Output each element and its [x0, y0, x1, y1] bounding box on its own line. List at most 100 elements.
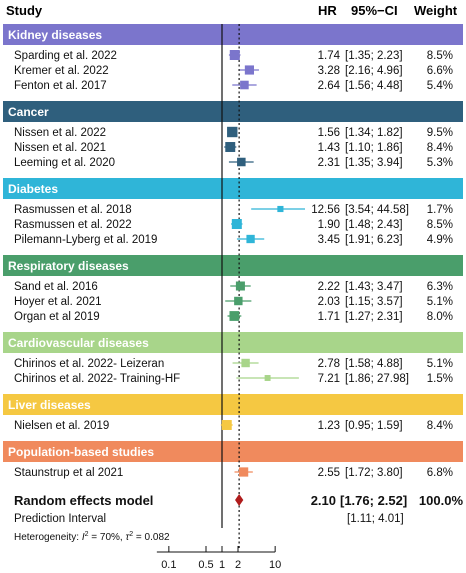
summary-label: Random effects model [14, 493, 153, 508]
effect-square [246, 234, 255, 244]
subgroup-band [3, 255, 463, 276]
effect-square [244, 65, 255, 75]
effect-square [235, 281, 245, 291]
study-ci: [2.16; 4.96] [345, 65, 403, 77]
subgroup-bands: Kidney diseasesCancerDiabetesRespiratory… [3, 24, 463, 462]
study-label: Fenton et al. 2017 [14, 80, 107, 92]
study-weight: 5.1% [427, 296, 453, 308]
study-weight: 8.4% [427, 420, 453, 432]
subgroup-band [3, 101, 463, 122]
effect-square [240, 80, 249, 90]
study-ci: [1.15; 3.57] [345, 296, 403, 308]
header-weight: Weight [414, 3, 458, 18]
x-tick-label: 1 [219, 559, 225, 571]
study-label: Sparding et al. 2022 [14, 50, 117, 62]
x-tick-label: 0.1 [161, 559, 176, 571]
study-hr: 2.64 [318, 80, 341, 92]
study-hr: 2.31 [318, 157, 340, 169]
study-hr: 1.23 [318, 420, 340, 432]
study-weight: 6.6% [427, 65, 453, 77]
study-label: Nissen et al. 2022 [14, 127, 106, 139]
study-hr: 2.22 [318, 281, 340, 293]
study-hr: 12.56 [311, 204, 340, 216]
study-weight: 4.9% [427, 234, 453, 246]
summary-ci: [1.76; 2.52] [340, 493, 407, 508]
study-hr: 3.45 [318, 234, 340, 246]
study-weight: 1.5% [427, 373, 453, 385]
subgroup-label: Kidney diseases [8, 28, 102, 42]
summary-weight: 100.0% [419, 493, 464, 508]
effect-square [229, 50, 240, 60]
study-ci: [1.10; 1.86] [345, 142, 403, 154]
study-hr: 2.78 [318, 358, 340, 370]
effect-square [227, 126, 238, 138]
effect-square [225, 142, 236, 152]
effect-square [264, 375, 271, 381]
study-label: Staunstrup et al 2021 [14, 467, 123, 479]
x-tick-label: 0.5 [198, 559, 213, 571]
x-tick-label: 2 [235, 559, 241, 571]
effect-square [234, 296, 243, 306]
effect-square [277, 205, 284, 213]
study-label: Nissen et al. 2021 [14, 142, 106, 154]
study-weight: 5.3% [427, 157, 453, 169]
study-hr: 1.43 [318, 142, 340, 154]
subgroup-label: Population-based studies [8, 445, 154, 459]
study-hr: 2.03 [318, 296, 340, 308]
study-ci: [0.95; 1.59] [345, 420, 403, 432]
summary-hr: 2.10 [311, 493, 336, 508]
header-ci: 95%−CI [351, 3, 398, 18]
subgroup-label: Liver diseases [8, 398, 91, 412]
study-label: Kremer et al. 2022 [14, 65, 109, 77]
study-ci: [1.56; 4.48] [345, 80, 403, 92]
header-hr: HR [318, 3, 337, 18]
study-weight: 8.0% [427, 311, 453, 323]
study-ci: [1.58; 4.88] [345, 358, 403, 370]
subgroup-label: Respiratory diseases [8, 259, 129, 273]
study-hr: 1.71 [318, 311, 340, 323]
study-ci: [1.35; 3.94] [345, 157, 403, 169]
study-hr: 2.55 [318, 467, 340, 479]
study-label: Leeming et al. 2020 [14, 157, 115, 169]
study-hr: 7.21 [318, 373, 340, 385]
effect-square [231, 219, 242, 229]
study-weight: 6.8% [427, 467, 453, 479]
heterogeneity-text: Heterogeneity: I2 = 70%, τ2 = 0.082 [14, 531, 170, 543]
summary-block: Random effects model 2.10 [1.76; 2.52] 100.… [14, 493, 463, 543]
study-weight: 9.5% [427, 127, 453, 139]
header-study: Study [6, 3, 43, 18]
effect-square [229, 311, 240, 321]
study-label: Organ et al 2019 [14, 311, 100, 323]
study-weight: 8.5% [427, 50, 453, 62]
study-ci: [1.91; 6.23] [345, 234, 403, 246]
prediction-ci: [1.11; 4.01] [347, 513, 404, 525]
study-label: Nielsen et al. 2019 [14, 420, 109, 432]
study-weight: 8.5% [427, 219, 453, 231]
subgroup-band [3, 394, 463, 415]
study-weight: 8.4% [427, 142, 453, 154]
study-label: Hoyer et al. 2021 [14, 296, 102, 308]
study-ci: [1.34; 1.82] [345, 127, 403, 139]
subgroup-label: Cancer [8, 105, 49, 119]
effect-square [221, 420, 232, 430]
study-label: Pilemann-Lyberg et al. 2019 [14, 234, 157, 246]
study-label: Chirinos et al. 2022- Training-HF [14, 373, 180, 385]
study-weight: 6.3% [427, 281, 453, 293]
subgroup-band [3, 332, 463, 353]
study-weight: 5.1% [427, 358, 453, 370]
study-hr: 1.74 [318, 50, 341, 62]
effect-square [237, 157, 246, 167]
subgroup-label: Cardiovascular diseases [8, 336, 149, 350]
effect-square [241, 358, 250, 368]
study-label: Rasmussen et al. 2018 [14, 204, 132, 216]
subgroup-band [3, 441, 463, 462]
x-tick-label: 10 [269, 559, 281, 571]
study-hr: 1.56 [318, 127, 340, 139]
study-hr: 1.90 [318, 219, 340, 231]
prediction-label: Prediction Interval [14, 513, 106, 525]
study-hr: 3.28 [318, 65, 340, 77]
study-ci: [1.27; 2.31] [345, 311, 403, 323]
